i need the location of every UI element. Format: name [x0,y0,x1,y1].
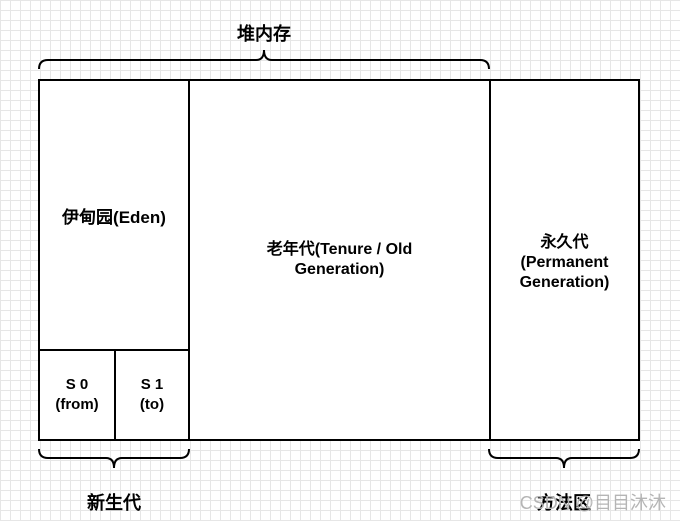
old-gen-label-line2: Generation) [294,261,385,278]
perm-gen-label-line1: 永久代 [540,234,589,251]
heap-brace [38,49,490,70]
perm-gen-label-line3: Generation) [519,274,610,291]
eden-box: 伊甸园(Eden) [38,79,190,351]
s0-label-line1: S 0 [65,376,89,393]
s1-label-line2: (to) [139,396,165,413]
old-gen-label-line1: 老年代(Tenure / Old [266,241,413,258]
perm-gen-box: 永久代 (Permanent Generation) [489,79,640,441]
s1-label-line1: S 1 [140,376,164,393]
method-area-label: 方法区 [537,493,591,513]
heap-label: 堆内存 [237,24,291,44]
perm-gen-label-line2: (Permanent [520,254,609,271]
s0-label-line2: (from) [55,396,99,413]
s1-box: S 1 (to) [114,349,190,441]
young-gen-brace [38,448,190,469]
s0-box: S 0 (from) [38,349,116,441]
old-gen-box: 老年代(Tenure / Old Generation) [188,79,491,441]
watermark: CSDN @目目沐沐 [519,493,666,513]
eden-label: 伊甸园(Eden) [62,207,166,227]
young-gen-label: 新生代 [87,493,141,513]
method-area-brace [488,448,640,469]
